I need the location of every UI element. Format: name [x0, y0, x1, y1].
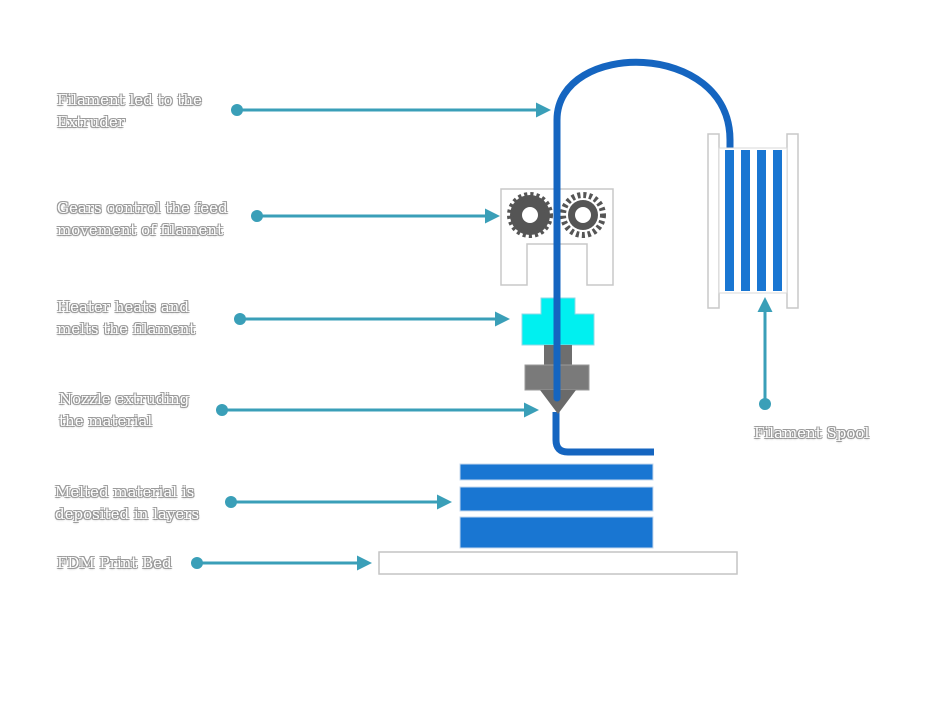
label-gears: Gears control the feed movement of filam…: [57, 197, 228, 241]
extruded-filament: [552, 412, 654, 456]
label-filament-led-line2: Extruder: [57, 113, 125, 131]
label-melted-line2: deposited in layers: [55, 505, 200, 523]
deposited-layers: [459, 463, 654, 549]
label-gears-line2: movement of filament: [57, 221, 224, 239]
label-heater: Heater heats and melts the filament: [57, 296, 195, 340]
label-nozzle-line1: Nozzle extruding: [59, 390, 190, 408]
label-filament-spool-text: Filament Spool: [754, 424, 870, 442]
label-filament-led-line1: Filament led to the: [57, 91, 202, 109]
label-filament-led: Filament led to the Extruder: [57, 89, 202, 133]
layer-top: [459, 463, 654, 481]
print-bed: [378, 551, 738, 575]
layer-bottom: [459, 516, 654, 549]
label-nozzle: Nozzle extruding the material: [59, 388, 189, 432]
filament-feed: [553, 58, 734, 402]
callout-arrows: [191, 102, 773, 571]
gear-icon: [507, 192, 553, 238]
label-print-bed: FDM Print Bed: [57, 552, 172, 574]
label-print-bed-text: FDM Print Bed: [57, 554, 172, 572]
label-nozzle-line2: the material: [59, 412, 153, 430]
label-heater-line2: melts the filament: [57, 320, 196, 338]
label-heater-line1: Heater heats and: [57, 298, 189, 316]
filament-spool: [707, 133, 799, 309]
gear-icon: [560, 192, 606, 238]
label-melted: Melted material is deposited in layers: [55, 481, 199, 525]
label-gears-line1: Gears control the feed: [57, 199, 228, 217]
label-filament-spool: Filament Spool: [754, 422, 869, 444]
label-melted-line1: Melted material is: [55, 483, 195, 501]
layer-middle: [459, 486, 654, 512]
